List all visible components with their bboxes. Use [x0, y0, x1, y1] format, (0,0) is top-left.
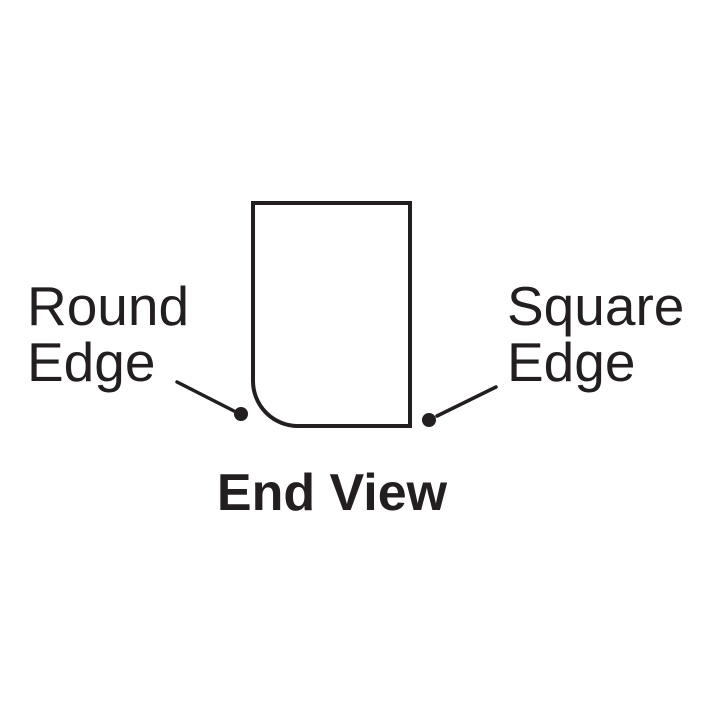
pointer-dot-square-edge: [422, 413, 436, 427]
profile-outline-shape: [251, 201, 412, 428]
label-square-edge-line1: Square: [507, 275, 684, 337]
leader-line-round-edge: [175, 380, 236, 413]
diagram-caption: End View: [217, 464, 448, 522]
pointer-dot-round-edge: [234, 407, 248, 421]
label-round-edge-line1: Round: [27, 275, 189, 337]
label-round-edge-line2: Edge: [27, 331, 155, 393]
label-square-edge-line2: Edge: [507, 331, 635, 393]
leader-line-square-edge: [435, 385, 498, 418]
